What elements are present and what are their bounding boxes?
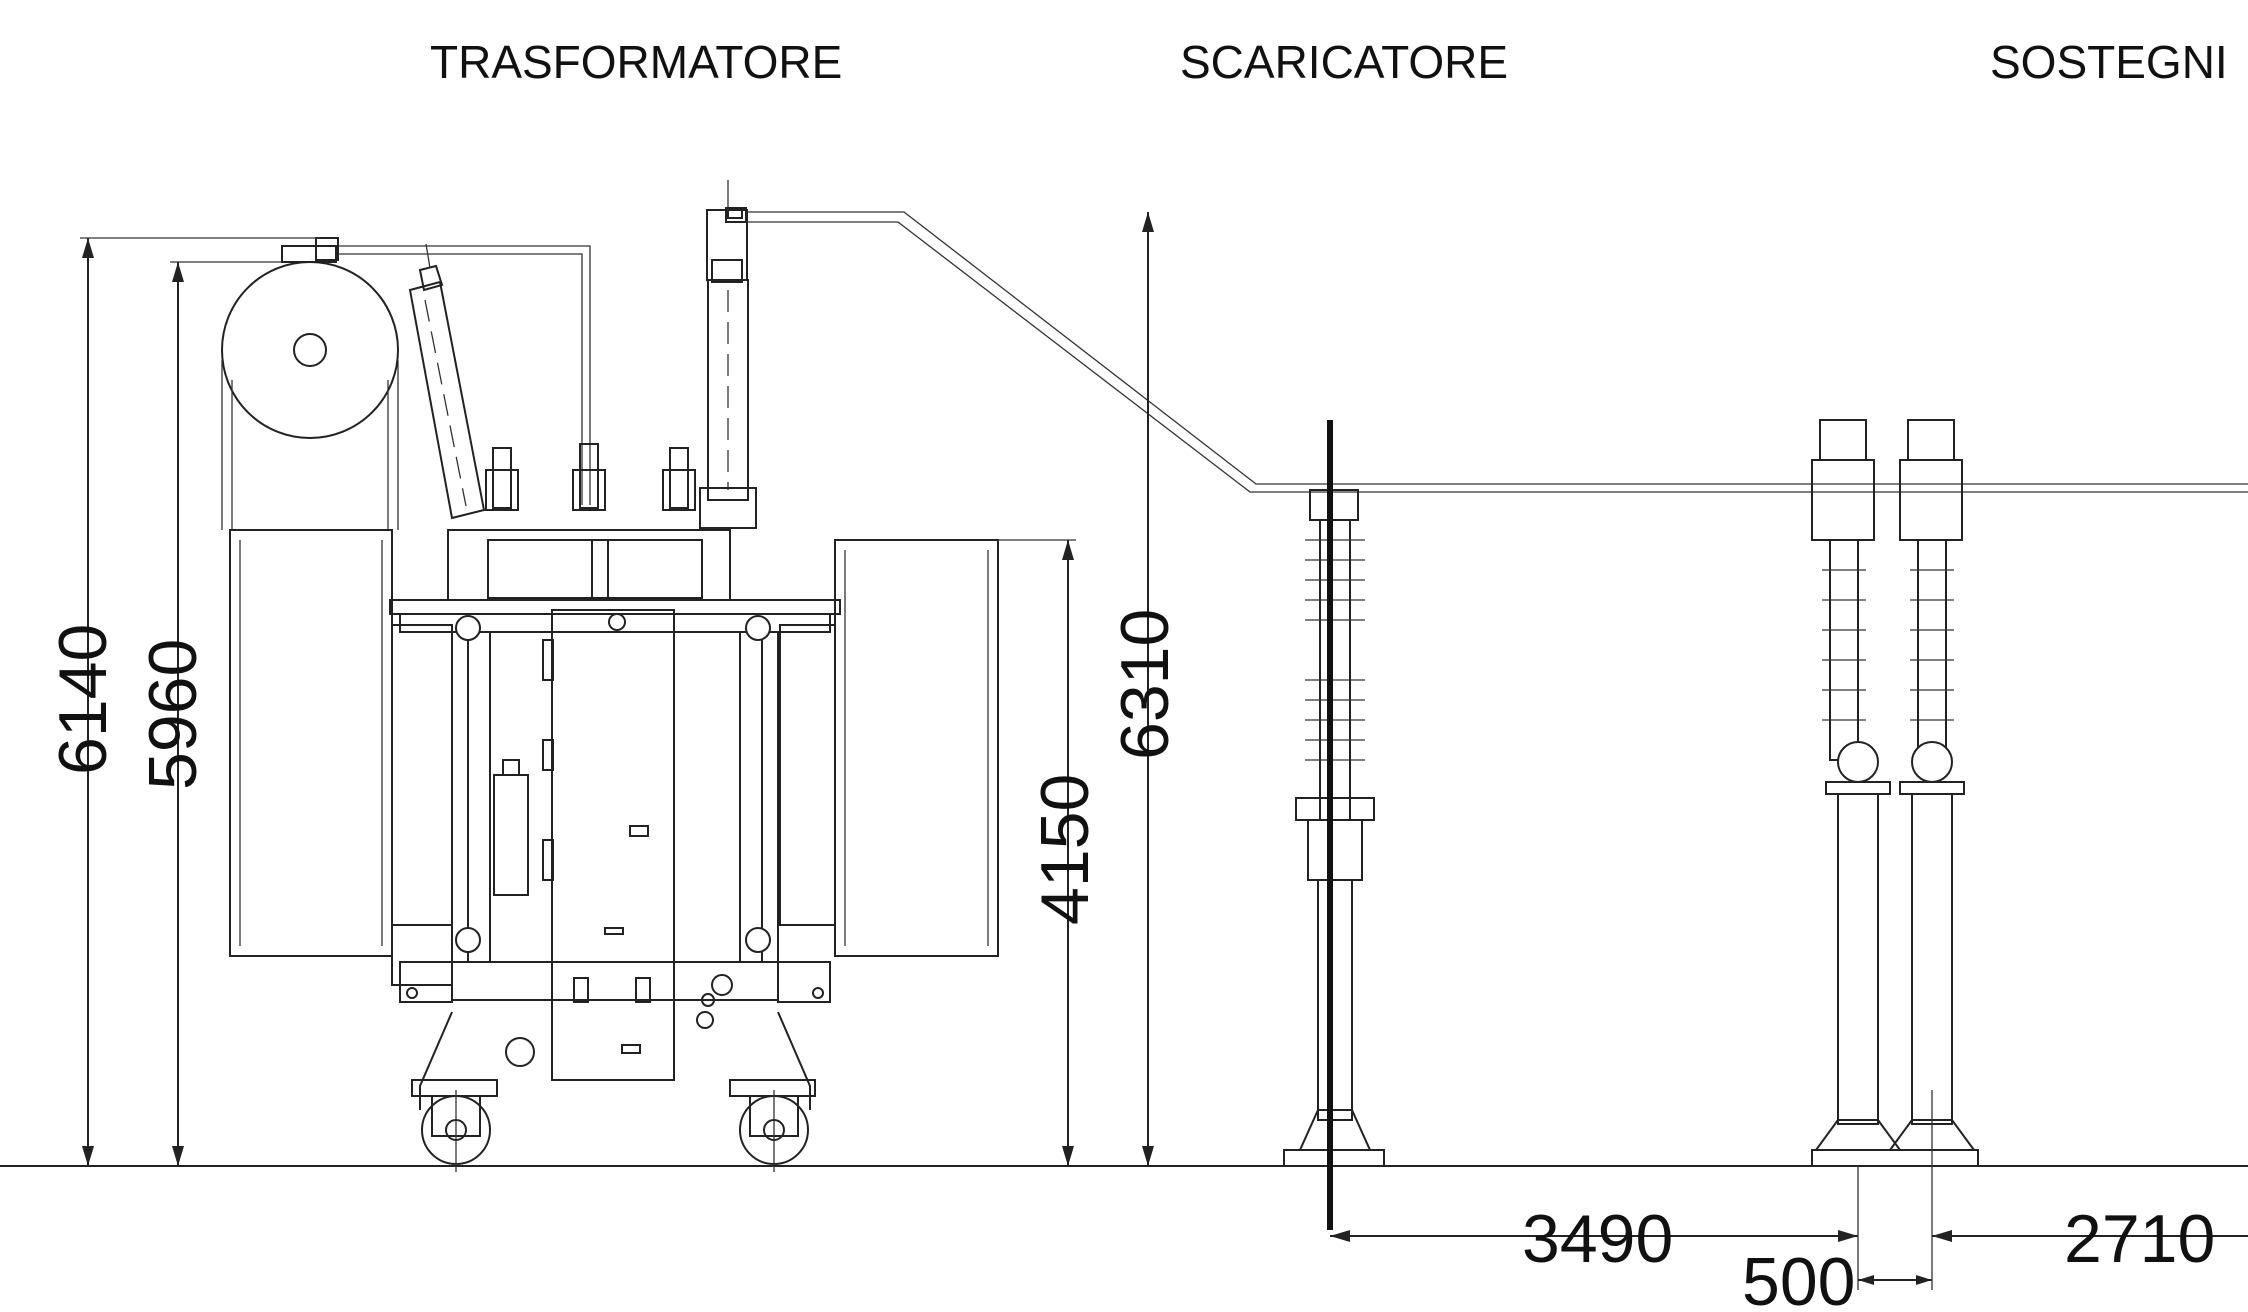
support-insulator-2 — [1888, 419, 1976, 1151]
dim-5960: 5960 — [135, 639, 211, 790]
title-arrester: SCARICATORE — [1180, 36, 1508, 88]
title-transformer: TRASFORMATORE — [430, 36, 842, 88]
dim-6310: 6310 — [1107, 609, 1183, 760]
dim-6140: 6140 — [45, 624, 121, 775]
arrester-sheds — [1305, 539, 1365, 761]
title-supports: SOSTEGNI — [1990, 36, 2228, 88]
surge-arrester — [1283, 420, 1385, 1230]
support-insulator-1 — [1811, 419, 1902, 1151]
dim-3490: 3490 — [1522, 1201, 1673, 1277]
dimension-lines — [80, 212, 2248, 1290]
dim-500: 500 — [1742, 1244, 1855, 1312]
dim-2710: 2710 — [2064, 1201, 2215, 1277]
support-base — [1811, 1149, 1979, 1167]
dim-4150: 4150 — [1027, 774, 1103, 925]
transformer — [221, 180, 2248, 1172]
